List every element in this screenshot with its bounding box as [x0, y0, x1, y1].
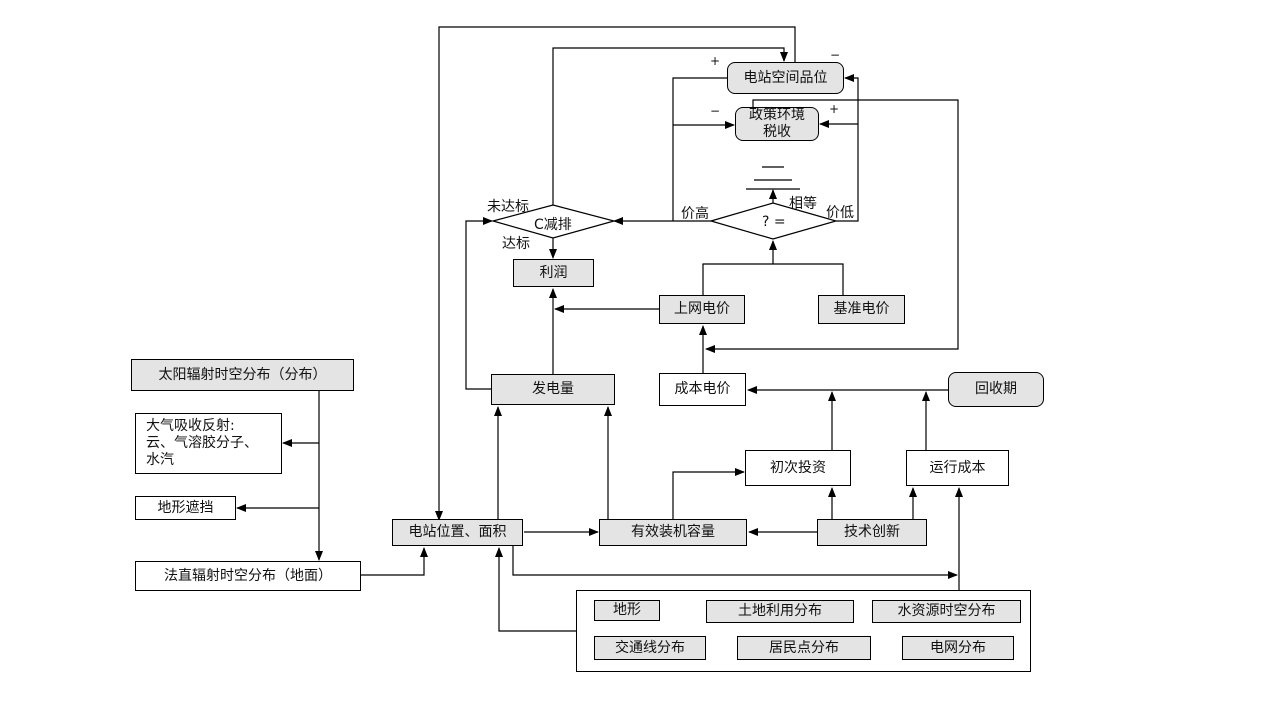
node-operating-cost[interactable]: 运行成本 [906, 450, 1009, 486]
node-effective-capacity[interactable]: 有效装机容量 [599, 519, 747, 546]
node-label: 基准电价 [833, 301, 890, 317]
sign-minus-quality: − [830, 48, 841, 62]
edge-capacity-to-investment [672, 468, 745, 519]
factor-settlements[interactable]: 居民点分布 [737, 636, 871, 660]
node-label: 上网电价 [674, 301, 730, 317]
edge-policy-to-grid [705, 99, 959, 353]
sign-plus-quality: + [710, 54, 721, 68]
factor-power-grid[interactable]: 电网分布 [902, 636, 1014, 660]
edge-location-to-opcost [512, 546, 958, 579]
node-profit[interactable]: 利润 [513, 259, 594, 287]
node-label: 初次投资 [770, 459, 826, 476]
sign-minus-policy: − [710, 104, 721, 118]
node-label: 地形遮挡 [157, 499, 214, 516]
edge-quality-left [672, 77, 728, 221]
label-met: 达标 [502, 236, 530, 252]
node-cost-price[interactable]: 成本电价 [659, 373, 746, 406]
factor-label: 居民点分布 [769, 639, 839, 656]
node-label: 发电量 [532, 381, 574, 397]
edge-factors-to-location [495, 547, 576, 632]
node-label: 运行成本 [929, 459, 986, 476]
node-label: 利润 [539, 264, 568, 281]
node-c-reduction-label: C减排 [534, 217, 572, 233]
compare-diamond [708, 202, 839, 240]
node-label: 法直辐射时空分布（地面） [164, 567, 332, 584]
node-station-spatial-quality[interactable]: 电站空间品位 [727, 62, 844, 94]
sign-plus-policy: + [829, 102, 840, 116]
edge-creduction-to-quality [552, 47, 788, 205]
creduction-diamond [490, 204, 617, 239]
node-label: 成本电价 [674, 381, 731, 397]
node-label: 有效装机容量 [631, 524, 715, 540]
node-generation[interactable]: 发电量 [491, 374, 615, 405]
edge-direct-to-location [361, 547, 428, 576]
node-terrain-shading[interactable]: 地形遮挡 [135, 496, 236, 520]
node-label: 政策环境 税收 [749, 107, 805, 140]
edge-grid-benchmark [702, 263, 844, 295]
factor-label: 电网分布 [930, 639, 986, 656]
node-solar-radiation[interactable]: 太阳辐射时空分布（分布） [131, 359, 354, 391]
factor-terrain[interactable]: 地形 [594, 600, 660, 621]
node-label: 大气吸收反射: 云、气溶胶分子、 水汽 [146, 418, 258, 468]
node-benchmark-price[interactable]: 基准电价 [818, 295, 905, 324]
factor-label: 土地利用分布 [738, 603, 822, 619]
node-station-location-area[interactable]: 电站位置、面积 [392, 519, 523, 546]
node-label: 回收期 [975, 381, 1017, 397]
node-label: 技术创新 [844, 524, 900, 540]
edge-pricelow [836, 74, 859, 222]
node-grid-price[interactable]: 上网电价 [659, 295, 745, 324]
node-initial-investment[interactable]: 初次投资 [745, 450, 851, 486]
label-price-low: 价低 [826, 205, 854, 221]
node-atmosphere[interactable]: 大气吸收反射: 云、气溶胶分子、 水汽 [135, 413, 282, 474]
label-price-high: 价高 [681, 206, 709, 222]
factor-label: 地形 [613, 602, 641, 618]
node-direct-radiation[interactable]: 法直辐射时空分布（地面） [135, 561, 361, 591]
edge-quality-to-location [435, 26, 796, 521]
factor-land-use[interactable]: 土地利用分布 [706, 600, 854, 623]
factor-transport[interactable]: 交通线分布 [594, 636, 706, 660]
node-label: 电站位置、面积 [408, 524, 507, 540]
factor-label: 水资源时空分布 [897, 603, 996, 619]
node-tech-innovation[interactable]: 技术创新 [817, 519, 927, 546]
node-payback-period[interactable]: 回收期 [948, 372, 1044, 407]
factor-label: 交通线分布 [615, 639, 685, 656]
label-not-met: 未达标 [487, 199, 529, 215]
edge-generation-to-creduction [465, 217, 493, 390]
node-label: 电站空间品位 [743, 69, 828, 86]
node-compare-label: ? = [762, 214, 786, 230]
node-policy-tax[interactable]: 政策环境 税收 [735, 107, 819, 141]
factor-water-resources[interactable]: 水资源时空分布 [872, 600, 1021, 623]
label-equal: 相等 [789, 196, 817, 212]
node-label: 太阳辐射时空分布（分布） [158, 366, 327, 383]
